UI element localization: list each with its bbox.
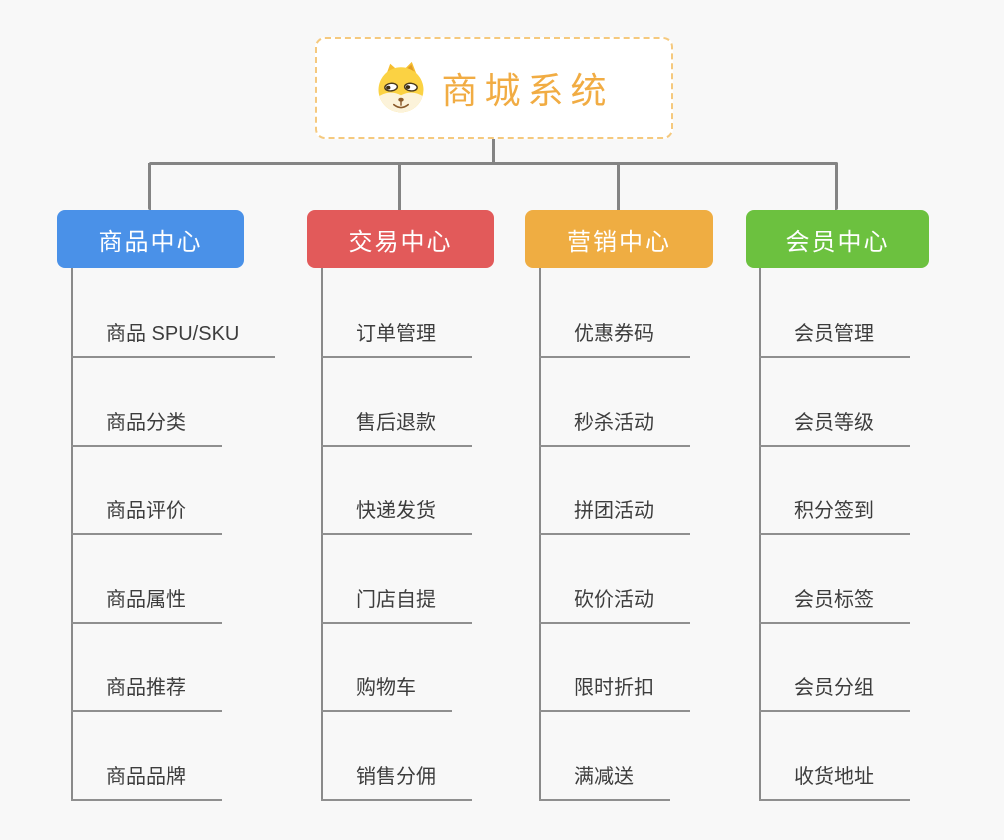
branch-label: 会员中心 bbox=[785, 228, 890, 256]
leaf-node[interactable]: 会员管理 bbox=[759, 320, 910, 358]
branch-label: 营销中心 bbox=[567, 228, 671, 256]
leaf-node[interactable]: 限时折扣 bbox=[539, 674, 690, 712]
leaf-node[interactable]: 会员等级 bbox=[759, 409, 910, 447]
root-node[interactable]: 商城系统 bbox=[315, 37, 673, 139]
leaf-node[interactable]: 订单管理 bbox=[321, 320, 472, 358]
leaf-node[interactable]: 商品品牌 bbox=[71, 763, 222, 801]
branch-node-trade[interactable]: 交易中心 bbox=[307, 210, 494, 268]
connector-root-stem bbox=[492, 139, 495, 165]
leaf-node[interactable]: 商品推荐 bbox=[71, 674, 222, 712]
leaf-node[interactable]: 满减送 bbox=[539, 763, 670, 801]
connector-horizontal bbox=[149, 162, 838, 165]
leaf-node[interactable]: 销售分佣 bbox=[321, 763, 472, 801]
leaf-node[interactable]: 会员标签 bbox=[759, 586, 910, 624]
dog-face-icon bbox=[374, 61, 428, 115]
leaf-node[interactable]: 门店自提 bbox=[321, 586, 472, 624]
leaf-node[interactable]: 积分签到 bbox=[759, 497, 910, 535]
leaf-node[interactable]: 拼团活动 bbox=[539, 497, 690, 535]
leaf-node[interactable]: 秒杀活动 bbox=[539, 409, 690, 447]
connector-stub-3 bbox=[617, 163, 620, 210]
leaf-node[interactable]: 优惠券码 bbox=[539, 320, 690, 358]
connector-stub-1 bbox=[148, 163, 151, 210]
leaf-node[interactable]: 商品属性 bbox=[71, 586, 222, 624]
connector-stub-4 bbox=[835, 163, 838, 210]
leaf-node[interactable]: 会员分组 bbox=[759, 674, 910, 712]
branch-node-product[interactable]: 商品中心 bbox=[57, 210, 244, 268]
leaf-node[interactable]: 商品 SPU/SKU bbox=[71, 320, 276, 358]
leaf-node[interactable]: 收货地址 bbox=[759, 763, 910, 801]
leaf-node[interactable]: 商品评价 bbox=[71, 497, 222, 535]
connector-stub-2 bbox=[398, 163, 401, 210]
leaf-node[interactable]: 快递发货 bbox=[321, 497, 472, 535]
leaf-node[interactable]: 售后退款 bbox=[321, 409, 472, 447]
root-title: 商城系统 bbox=[441, 70, 614, 111]
branch-label: 交易中心 bbox=[348, 228, 453, 256]
branch-node-member[interactable]: 会员中心 bbox=[746, 210, 929, 268]
branch-node-marketing[interactable]: 营销中心 bbox=[525, 210, 713, 268]
leaf-node[interactable]: 商品分类 bbox=[71, 409, 222, 447]
leaf-node[interactable]: 购物车 bbox=[321, 674, 452, 712]
leaf-node[interactable]: 砍价活动 bbox=[539, 586, 690, 624]
branch-label: 商品中心 bbox=[98, 228, 203, 256]
